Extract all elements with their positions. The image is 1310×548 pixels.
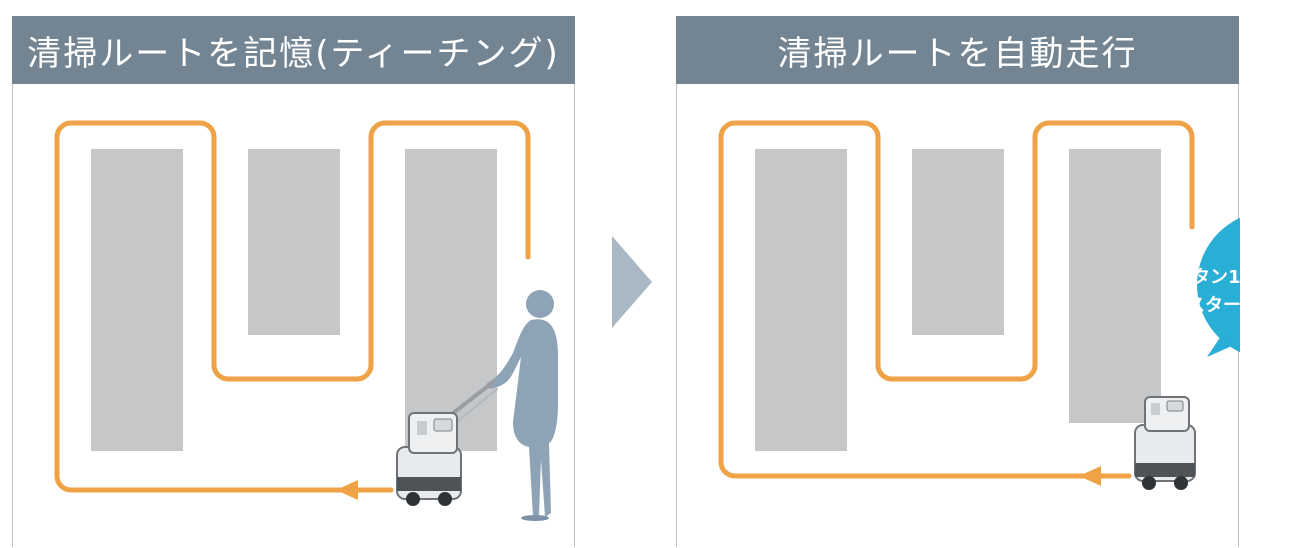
shelf-2 bbox=[912, 149, 1004, 335]
shelf-3 bbox=[405, 149, 497, 451]
teaching-panel: 清掃ルートを記憶(ティーチング) bbox=[12, 16, 575, 547]
start-bubble-line1: ボタン1つで bbox=[1174, 267, 1240, 288]
auto-run-route-diagram: ボタン1つで スタート bbox=[677, 17, 1240, 548]
start-bubble: ボタン1つで スタート bbox=[1174, 211, 1240, 359]
shelf-2 bbox=[248, 149, 340, 335]
triangle-right-icon bbox=[612, 236, 656, 328]
start-bubble-line2: スタート bbox=[1187, 295, 1240, 316]
route-arrowhead bbox=[336, 480, 358, 500]
person-silhouette-icon bbox=[487, 290, 558, 521]
route-arrowhead bbox=[1079, 466, 1101, 486]
teaching-route-diagram bbox=[13, 17, 576, 548]
shelf-3 bbox=[1069, 149, 1161, 423]
shelf-1 bbox=[755, 149, 847, 451]
shelf-1 bbox=[91, 149, 183, 451]
cleaning-robot-icon bbox=[1135, 397, 1195, 490]
auto-run-panel: 清掃ルートを自動走行 ボタン1つで スタート bbox=[676, 16, 1239, 547]
